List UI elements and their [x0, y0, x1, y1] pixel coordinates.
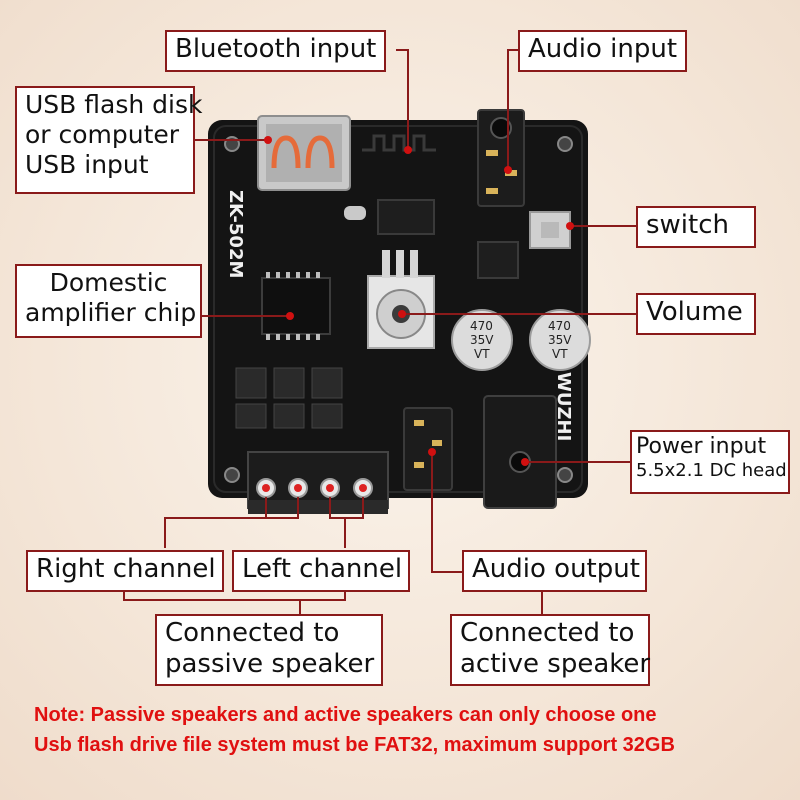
- leader-audio-output: [431, 452, 462, 573]
- label-passive-line2: passive speaker: [165, 649, 375, 680]
- label-switch-text: switch: [646, 210, 730, 240]
- leader-right-channel: [164, 497, 267, 548]
- capacitor-text-1: 470: [470, 319, 493, 333]
- leader-lines: [123, 49, 638, 614]
- label-right-channel: Right channel: [26, 550, 224, 592]
- label-active-line1: Connected to: [460, 618, 635, 648]
- label-passive-speaker: Connected to passive speaker: [155, 614, 383, 686]
- board-brand-text: WUZHI: [553, 372, 574, 441]
- label-switch: switch: [636, 206, 756, 248]
- audio-input-jack: [477, 109, 525, 207]
- label-audio-input-text: Audio input: [528, 34, 678, 64]
- label-power-line2: 5.5x2.1 DC head: [636, 460, 787, 482]
- capacitor-left: [451, 309, 513, 371]
- bluetooth-antenna: [362, 134, 436, 152]
- audio-output-jack: [403, 407, 453, 491]
- leader-bluetooth: [396, 49, 409, 150]
- push-switch: [529, 211, 571, 249]
- capacitor-text-5: 35V: [548, 333, 572, 347]
- label-audio-output-text: Audio output: [472, 554, 640, 584]
- label-active-line2: active speaker: [460, 649, 651, 680]
- label-active-speaker: Connected to active speaker: [450, 614, 650, 686]
- capacitor-text-6: VT: [552, 347, 568, 361]
- label-usb-line1: USB flash disk: [25, 90, 203, 119]
- label-amplifier-line2: amplifier chip: [25, 298, 197, 327]
- note-line-1: Note: Passive speakers and active speake…: [34, 704, 657, 726]
- label-passive-line1: Connected to: [165, 618, 340, 648]
- label-right-channel-text: Right channel: [36, 554, 216, 584]
- label-usb-line2: or computer: [25, 120, 180, 149]
- label-bluetooth-input: Bluetooth input: [165, 30, 387, 72]
- label-power-line1: Power input: [636, 434, 767, 459]
- dc-power-jack: [483, 395, 557, 509]
- board-model-text: ZK-502M: [225, 190, 246, 278]
- label-left-channel-text: Left channel: [242, 554, 403, 584]
- capacitor-right: [529, 309, 591, 371]
- label-left-channel: Left channel: [232, 550, 410, 592]
- leader-passive: [123, 590, 301, 614]
- label-volume-text: Volume: [646, 297, 743, 327]
- label-amplifier-line1: Domestic: [49, 268, 168, 297]
- leader-audio-input: [507, 49, 520, 170]
- label-audio-output: Audio output: [462, 550, 647, 592]
- leader-dots: [264, 136, 574, 466]
- usb-port: [257, 115, 351, 191]
- label-usb-line3: USB input: [25, 150, 149, 179]
- capacitor-text-4: 470: [548, 319, 571, 333]
- label-usb-input: USB flash disk or computer USB input: [15, 86, 203, 194]
- leader-left-channel: [329, 497, 346, 548]
- label-volume: Volume: [636, 293, 756, 335]
- capacitor-text-3: VT: [474, 347, 490, 361]
- amplifier-chip-body: [261, 272, 331, 340]
- label-power-input: Power input 5.5x2.1 DC head: [630, 430, 790, 494]
- capacitor-text-2: 35V: [470, 333, 494, 347]
- label-bluetooth-input-text: Bluetooth input: [175, 34, 377, 64]
- note-line-2: Usb flash drive file system must be FAT3…: [34, 734, 675, 756]
- label-audio-input: Audio input: [518, 30, 688, 72]
- label-amplifier-chip: Domestic amplifier chip: [15, 264, 202, 338]
